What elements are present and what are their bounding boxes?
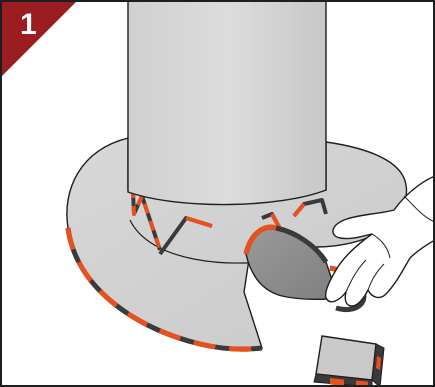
step-number: 1 bbox=[20, 10, 37, 40]
pipe-icon bbox=[128, 0, 326, 205]
square-patch-icon bbox=[314, 336, 384, 387]
